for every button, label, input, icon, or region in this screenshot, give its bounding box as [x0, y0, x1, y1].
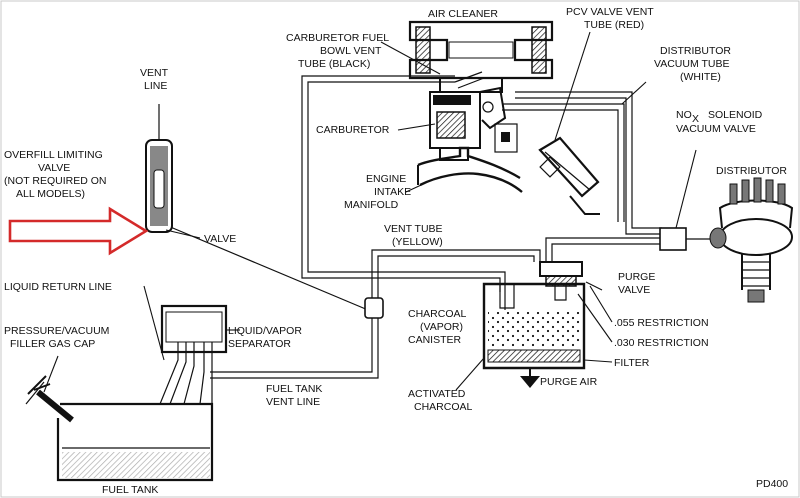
label-overfill-3: (NOT REQUIRED ON — [4, 175, 106, 187]
label-vent-tube-2: (YELLOW) — [392, 236, 443, 248]
label-separator-2: SEPARATOR — [228, 338, 291, 350]
label-tank-vent-2: VENT LINE — [266, 396, 320, 408]
overfill-limiting-valve — [145, 104, 173, 233]
highlight-arrow — [8, 206, 149, 256]
label-overfill-2: VALVE — [38, 162, 70, 174]
hose-lines — [167, 75, 662, 379]
label-engine-3: MANIFOLD — [344, 199, 399, 211]
label-canister-1: CHARCOAL — [408, 308, 467, 320]
label-nox-1: NO — [676, 109, 692, 121]
label-pcv-vent-2: TUBE (RED) — [584, 19, 644, 31]
label-restriction-055: .055 RESTRICTION — [614, 317, 709, 329]
label-liquid-return: LIQUID RETURN LINE — [4, 281, 112, 293]
label-tank-vent-1: FUEL TANK — [266, 383, 322, 395]
label-canister-3: CANISTER — [408, 334, 462, 346]
label-vent-tube-1: VENT TUBE — [384, 223, 443, 235]
label-valve: VALVE — [204, 233, 236, 245]
label-nox-3: VACUUM VALVE — [676, 123, 756, 135]
label-canister-2: (VAPOR) — [420, 321, 463, 333]
engine-intake-manifold — [417, 146, 523, 193]
liquid-vapor-separator — [159, 304, 228, 405]
label-distributor: DISTRIBUTOR — [716, 165, 787, 177]
label-dist-vac-2: VACUUM TUBE — [654, 58, 729, 70]
label-nox-subscript: X — [692, 113, 699, 125]
label-engine-1: ENGINE — [366, 173, 406, 185]
label-carb-fuel-3: TUBE (BLACK) — [298, 58, 370, 70]
air-cleaner — [408, 20, 554, 80]
label-activated-1: ACTIVATED — [408, 388, 466, 400]
nox-solenoid-valve — [659, 227, 710, 251]
inline-filter — [364, 297, 384, 319]
label-carb-fuel-2: BOWL VENT — [320, 45, 382, 57]
label-purge-2: VALVE — [618, 284, 650, 296]
label-cap-2: FILLER GAS CAP — [10, 338, 95, 350]
label-purge-air: PURGE AIR — [540, 376, 598, 388]
text-labels: AIR CLEANER PCV VALVE VENT TUBE (RED) CA… — [4, 6, 788, 496]
label-dist-vac-1: DISTRIBUTOR — [660, 45, 731, 57]
label-purge-1: PURGE — [618, 271, 655, 283]
label-restriction-030: .030 RESTRICTION — [614, 337, 709, 349]
label-air-cleaner: AIR CLEANER — [428, 8, 498, 20]
label-overfill-1: OVERFILL LIMITING — [4, 149, 103, 161]
label-figure-code: PD400 — [756, 478, 788, 490]
label-vent-line-1: VENT — [140, 67, 169, 79]
label-activated-2: CHARCOAL — [414, 401, 473, 413]
label-dist-vac-3: (WHITE) — [680, 71, 721, 83]
label-engine-2: INTAKE — [374, 186, 411, 198]
label-nox-2: SOLENOID — [708, 109, 763, 121]
label-carb-fuel-1: CARBURETOR FUEL — [286, 32, 389, 44]
label-fuel-tank: FUEL TANK — [102, 484, 158, 496]
charcoal-canister — [482, 261, 586, 388]
carburetor — [429, 71, 518, 161]
label-vent-line-2: LINE — [144, 80, 167, 92]
label-pcv-vent-1: PCV VALVE VENT — [566, 6, 654, 18]
label-filter: FILTER — [614, 357, 650, 369]
pcv-valve — [538, 136, 600, 215]
label-overfill-4: ALL MODELS) — [16, 188, 85, 200]
leader-lines — [43, 31, 697, 393]
distributor — [709, 177, 794, 303]
label-separator-1: LIQUID/VAPOR — [228, 325, 302, 337]
label-cap-1: PRESSURE/VACUUM — [4, 325, 109, 337]
label-carburetor: CARBURETOR — [316, 124, 390, 136]
fuel-tank — [25, 375, 214, 482]
